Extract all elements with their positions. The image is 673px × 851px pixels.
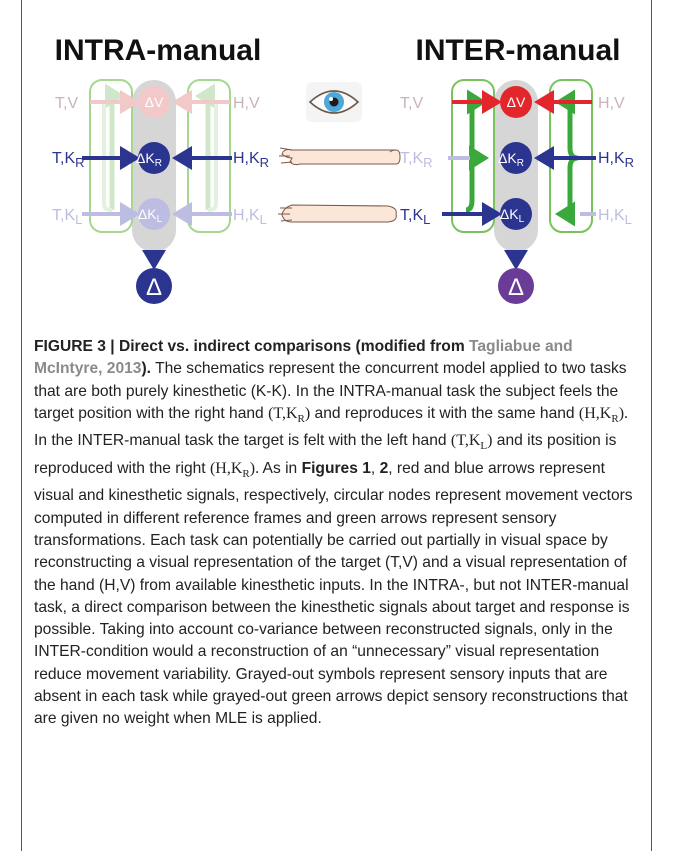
- intra-tkr-label: T,KR: [52, 150, 85, 170]
- inter-dkr-text: ΔKR: [498, 150, 524, 169]
- inter-tv-label: T,V: [400, 95, 423, 112]
- diagram-svg: INTRA-manual INTER-manual T,V H,V T,KR H…: [52, 34, 634, 304]
- caption-sentence-6: , red and blue arrows represent visual a…: [34, 459, 633, 728]
- inter-dv-node: [500, 86, 532, 118]
- inter-tkl-label: T,KL: [400, 207, 430, 227]
- intra-right-green-arrow-up: [195, 83, 216, 210]
- eye-icon: [306, 82, 362, 122]
- caption-title-end: ).: [141, 360, 152, 378]
- inter-right-green-arrow: [555, 89, 579, 161]
- left-hand-icon: [278, 204, 397, 223]
- intra-left-green-arrow-down: [102, 104, 113, 212]
- caption-hkr2-symbol: (H,KR).: [209, 459, 260, 481]
- intra-hkl-label: H,KL: [233, 207, 267, 227]
- caption-tkl-symbol: (T,KL): [450, 432, 493, 453]
- intra-tkl-label: T,KL: [52, 207, 82, 227]
- intra-right-green-arrow-down: [207, 104, 218, 212]
- intra-dkr-node: [138, 142, 170, 174]
- caption-sentence-1: The schematics represent the concurrent …: [34, 360, 627, 422]
- inter-dkr-node: [500, 142, 532, 174]
- caption-sentence-5: As in: [259, 459, 302, 477]
- inter-hkl-label: H,KL: [598, 207, 632, 227]
- intra-delta-text: Δ: [146, 274, 162, 301]
- caption-sentence-3: In the INTER-manual task the target is f…: [34, 432, 451, 450]
- inter-delta-node: [498, 268, 534, 304]
- caption-tkr-symbol: (T,KR): [268, 404, 311, 426]
- intra-hv-label: H,V: [233, 95, 260, 112]
- inter-hkr-label: H,KR: [598, 150, 634, 170]
- figure-caption: FIGURE 3 | Direct vs. indirect compariso…: [34, 336, 640, 731]
- intra-dv-node: [138, 86, 170, 118]
- intra-dkr-text: ΔKR: [136, 150, 162, 169]
- inter-delta-text: Δ: [508, 274, 524, 301]
- caption-reference-link[interactable]: Tagliabue and McIntyre, 2013: [34, 338, 573, 378]
- caption-paragraph: FIGURE 3 | Direct vs. indirect compariso…: [34, 336, 640, 731]
- right-hand-icon: [279, 147, 401, 166]
- inter-right-green-arrow-kl: [555, 155, 579, 227]
- figure-frame: [21, 0, 652, 851]
- caption-sentence-4: and its position is reproduced with the …: [34, 432, 617, 477]
- intra-left-green-arrow-up: [104, 83, 125, 210]
- inter-dkl-node: [500, 198, 532, 230]
- intra-tv-label: T,V: [55, 95, 78, 112]
- intra-dkl-node: [138, 198, 170, 230]
- intra-dv-text: ΔV: [145, 94, 164, 110]
- intra-delta-node: [136, 268, 172, 304]
- caption-figure-2-link[interactable]: 2: [379, 459, 389, 477]
- caption-title: FIGURE 3 | Direct vs. indirect compariso…: [34, 338, 470, 355]
- intra-dkl-text: ΔKL: [138, 206, 163, 225]
- caption-sentence-2: and reproduces it with the same hand: [310, 404, 579, 422]
- caption-figures-link[interactable]: Figures 1: [301, 459, 371, 477]
- inter-title: INTER-manual: [415, 34, 620, 67]
- caption-hkr-symbol: (H,KR).: [578, 404, 629, 426]
- intra-title: INTRA-manual: [55, 34, 262, 67]
- inter-dkl-text: ΔKL: [500, 206, 525, 225]
- figure-3-diagram: INTRA-manual INTER-manual T,V H,V T,KR H…: [0, 0, 673, 320]
- inter-tkr-label: T,KR: [400, 150, 433, 170]
- caption-comma: ,: [370, 459, 380, 477]
- intra-hkr-label: H,KR: [233, 150, 269, 170]
- inter-dv-text: ΔV: [507, 94, 526, 110]
- inter-hv-label: H,V: [598, 95, 625, 112]
